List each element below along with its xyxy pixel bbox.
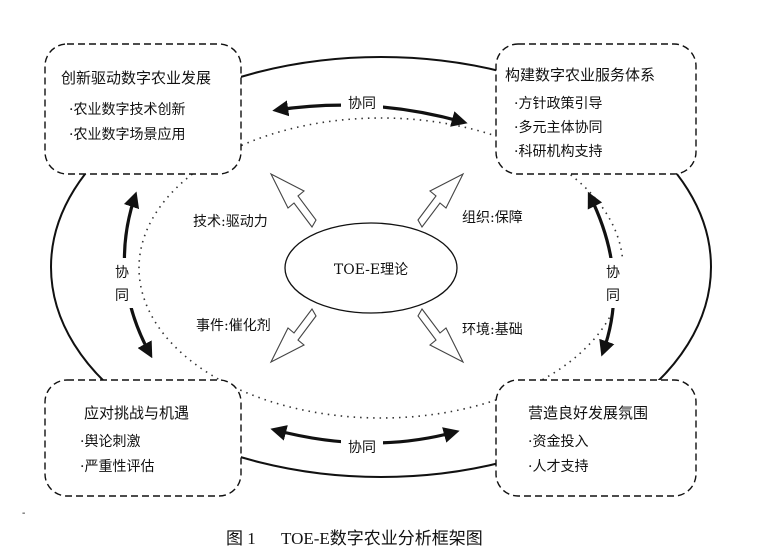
- box-top-left-item-1: ·农业数字技术创新: [69, 102, 185, 118]
- box-top-right-item-3: ·科研机构支持: [514, 144, 602, 160]
- box-bottom-right-item-1: ·资金投入: [528, 434, 588, 450]
- synergy-top-label: 协同: [348, 96, 376, 112]
- synergy-bottom-label: 协同: [348, 440, 376, 456]
- box-bottom-left-title: 应对挑战与机遇: [84, 404, 189, 422]
- synergy-right-char-2: 同: [606, 288, 620, 304]
- synergy-left-char-2: 同: [115, 288, 129, 304]
- technology-label: 技术:驱动力: [193, 214, 268, 230]
- box-bottom-right-title: 营造良好发展氛围: [528, 404, 648, 422]
- box-top-left-item-2: ·农业数字场景应用: [69, 126, 185, 143]
- box-bottom-right: 营造良好发展氛围 ·资金投入 ·人才支持: [495, 379, 697, 497]
- synergy-right-label-bg: [600, 258, 626, 308]
- box-top-left-title: 创新驱动数字农业发展: [61, 69, 211, 87]
- box-top-right-title: 构建数字农业服务体系: [505, 66, 655, 84]
- figure-caption-label: 图 1: [226, 529, 256, 548]
- event-label: 事件:催化剂: [196, 318, 271, 334]
- environment-arrow: [417, 308, 465, 364]
- box-bottom-left: 应对挑战与机遇 ·舆论刺激 ·严重性评估: [44, 379, 242, 497]
- center-ellipse: [284, 222, 458, 314]
- center-label: TOE-E理论: [334, 262, 408, 278]
- box-bottom-right-item-2: ·人才支持: [528, 459, 588, 475]
- synergy-bottom-label-bg: [341, 437, 383, 457]
- box-top-right: 构建数字农业服务体系 ·方针政策引导 ·多元主体协同 ·科研机构支持: [495, 43, 697, 175]
- organization-label: 组织:保障: [462, 210, 523, 226]
- technology-arrow: [269, 172, 317, 228]
- corner-mark: -: [22, 508, 25, 519]
- box-bottom-left-item-2: ·严重性评估: [80, 459, 154, 475]
- box-top-left: 创新驱动数字农业发展 ·农业数字技术创新 ·农业数字场景应用: [44, 43, 242, 175]
- event-arrow: [269, 308, 317, 364]
- synergy-top-label-bg: [341, 93, 383, 113]
- synergy-right-char-1: 协: [606, 265, 620, 281]
- box-top-right-item-1: ·方针政策引导: [514, 95, 602, 112]
- synergy-left-char-1: 协: [115, 265, 129, 281]
- organization-arrow: [417, 172, 465, 228]
- environment-label: 环境:基础: [462, 321, 523, 338]
- outer-ellipse: [50, 56, 712, 478]
- figure-caption-title: TOE-E数字农业分析框架图: [281, 529, 483, 548]
- box-bottom-left-item-1: ·舆论刺激: [80, 433, 140, 450]
- box-top-right-item-2: ·多元主体协同: [514, 119, 602, 136]
- synergy-left-label-bg: [109, 258, 135, 308]
